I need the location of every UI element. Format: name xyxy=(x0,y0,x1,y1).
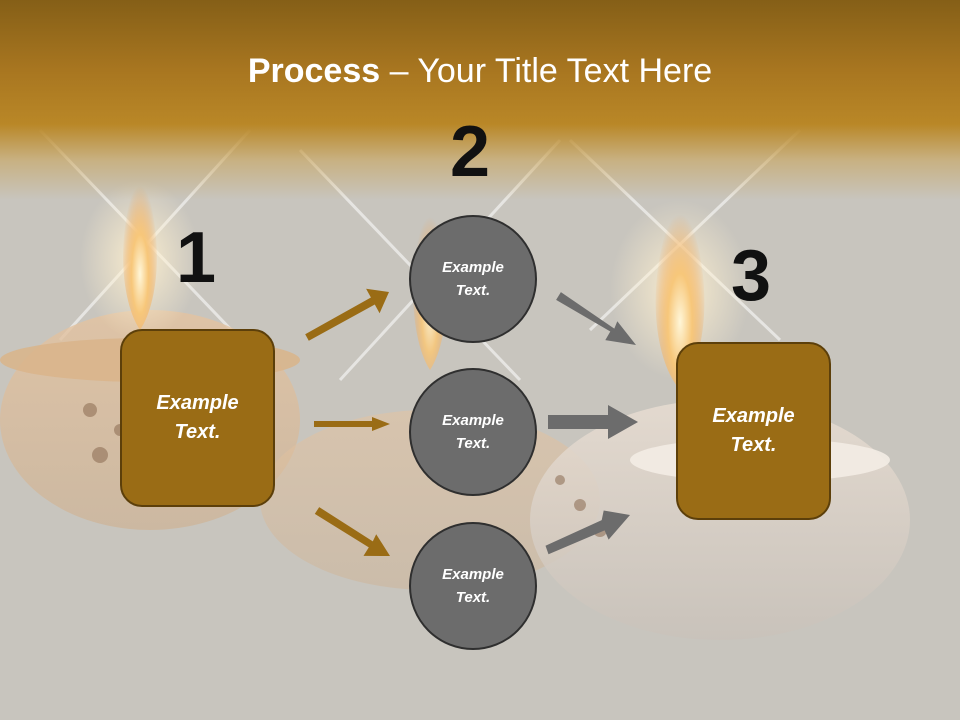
title-rest: – Your Title Text Here xyxy=(380,52,713,90)
arrow-right-icon xyxy=(314,417,390,431)
arrow-right-up-icon xyxy=(305,288,389,341)
step-number-3: 3 xyxy=(731,236,772,316)
title-bold: Process xyxy=(247,52,381,90)
step-number-2: 2 xyxy=(450,112,491,192)
arrow-gray-right-up-icon xyxy=(545,510,630,555)
page-title: Process – Your Title Text Here xyxy=(0,52,960,91)
arrow-gray-right-down-icon xyxy=(556,292,636,345)
step-3-text-line2: Text. xyxy=(730,434,777,456)
step-1-text-line1: Example xyxy=(156,392,239,414)
step-3-text-line1: Example xyxy=(712,405,795,427)
circle-middle-text-line1: Example xyxy=(442,412,504,429)
step-1-text-line2: Text. xyxy=(174,421,221,443)
circle-middle-text-line2: Text. xyxy=(455,435,491,452)
arrow-gray-right-icon xyxy=(548,405,638,439)
arrow-right-down-icon xyxy=(314,507,390,556)
circle-bottom-text-line1: Example xyxy=(442,566,504,583)
step-number-1: 1 xyxy=(176,218,217,298)
title-band xyxy=(0,0,960,200)
circle-top-text-line1: Example xyxy=(442,259,504,276)
circle-bottom-text-line2: Text. xyxy=(455,589,491,606)
circle-top-text-line2: Text. xyxy=(455,282,491,299)
